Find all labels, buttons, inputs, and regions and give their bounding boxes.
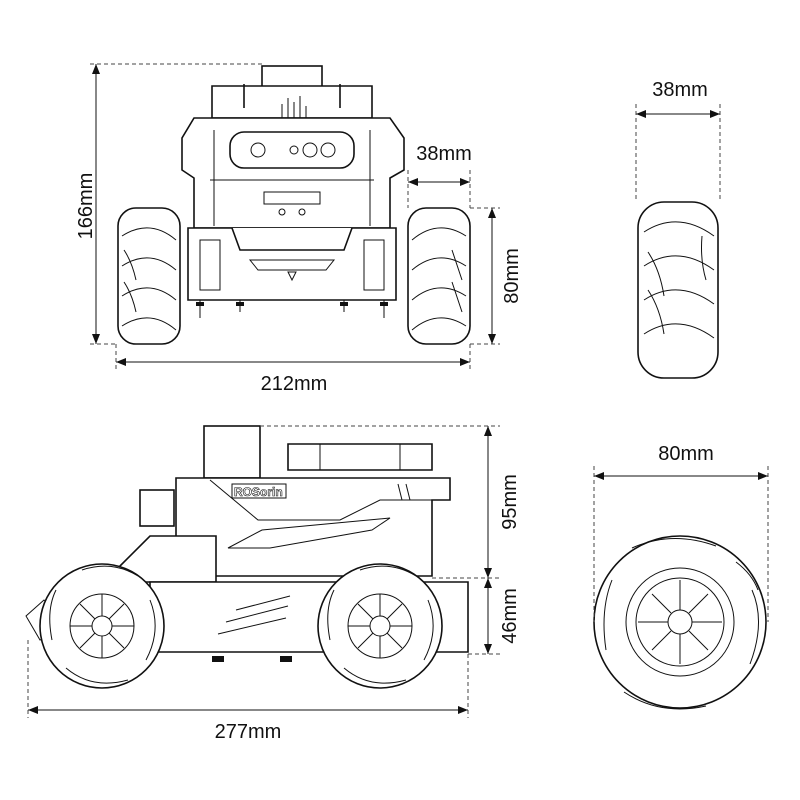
dim-front-height-label: 166mm xyxy=(75,173,97,240)
dim-wheel-offset-label: 38mm xyxy=(416,143,472,165)
dim-side-length-label: 277mm xyxy=(215,721,282,743)
dim-side-upper-label: 95mm xyxy=(499,474,521,530)
front-dimension-lines xyxy=(90,63,500,370)
wheel-width-dimension xyxy=(635,104,721,202)
dim-side-lower-label: 46mm xyxy=(499,588,521,644)
robot-side-view: ROSorin xyxy=(25,425,469,689)
dim-wheel-height-label: 80mm xyxy=(501,248,523,304)
wheel-diameter-dimension xyxy=(593,466,769,622)
robot-front-view xyxy=(117,65,471,345)
dim-wheel-diameter-label: 80mm xyxy=(658,443,714,465)
mecanum-wheel-side xyxy=(637,201,719,379)
side-dimension-lines xyxy=(27,425,500,718)
dim-front-width-label: 212mm xyxy=(261,373,328,395)
mecanum-wheel-front xyxy=(593,535,767,710)
dim-wheel-width-label: 38mm xyxy=(652,79,708,101)
brand-label: ROSorin xyxy=(234,485,283,499)
